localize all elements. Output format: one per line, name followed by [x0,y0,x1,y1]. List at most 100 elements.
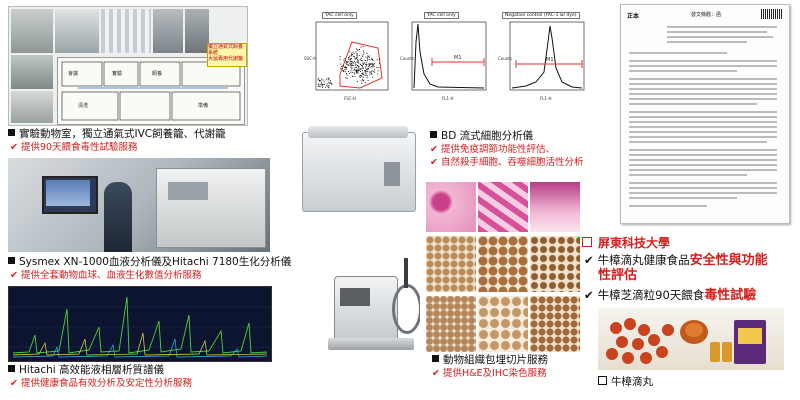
dot-plot-event [321,78,323,80]
dot-plot-event [321,85,323,87]
dot-plot-event [361,70,364,72]
dot-plot-event [342,69,344,71]
dot-plot-event [372,76,374,79]
ihc-slide-6 [530,296,580,352]
dot-plot-event [362,76,364,78]
dot-plot-event [321,86,324,88]
dot-plot-event [378,62,381,65]
dot-plot-event [364,74,366,76]
floor-plan-label-1: 會議 [68,71,79,77]
dot-plot-event [353,69,355,71]
bd-flow-cytometer-photo [298,122,422,220]
animal-room-photo-3 [11,55,53,89]
dot-plot-event [366,77,368,79]
dot-plot-event [358,62,360,64]
dot-plot-event [371,57,373,59]
sysmex-caption: Sysmex XN-1000血液分析儀及Hitachi 7180生化分析儀 [8,256,291,269]
dot-plot-event [358,54,360,57]
microtome-blade-holder [340,288,370,306]
dot-plot-event [317,79,319,81]
metabolic-cage-photo [185,9,209,53]
product-caption: 牛樟滴丸 [598,374,653,389]
microtome-body [334,276,398,342]
dot-plot-event [362,46,364,48]
dot-plot-event [360,71,362,73]
dot-plot-event [361,82,363,84]
dot-plot-event [362,67,364,69]
floor-plan-label-2: 實驗 [112,71,123,77]
dot-plot-event [354,62,356,64]
dot-plot-event [366,63,368,65]
dot-plot-event [367,79,369,81]
analyzer-screen-content [46,180,90,206]
dot-plot-event [345,77,347,79]
hist-2-y-axis: Counts [498,56,512,61]
floor-plan-label-5: 準備 [198,103,209,109]
dot-plot-event [325,78,327,80]
sysmex-lab-photo [8,158,270,252]
dot-plot-event [329,79,331,82]
dot-plot-event [356,81,358,83]
dot-plot-event [359,58,361,61]
dot-plot-event [372,59,374,61]
plot-label-3: Negative control (YAC-1 w/ dye) [502,12,580,19]
hplc-chromatogram [8,286,272,362]
dot-plot-event [328,77,330,79]
dot-plot-event [339,58,341,60]
dot-plot-event [372,64,374,66]
dot-plot-event [350,64,352,66]
dot-plot-event [362,72,364,74]
dot-plot-event [368,56,370,59]
dot-plot-event [366,75,368,77]
cytometer-port [384,162,400,186]
dot-plot-event [354,73,356,75]
check-icon: ✔ [584,253,594,267]
toxicity-highlight: 毒性試驗 [704,288,757,303]
dot-plot-event [371,70,373,72]
dot-plot-event [356,56,358,58]
dot-plot-event [345,60,347,62]
dot-plot-event [357,59,359,61]
hplc-caption: Hitachi 高效能液相層析質譜儀 [8,364,164,377]
floor-plan-diagram [61,61,241,121]
dot-plot-x-axis: FSC-H [344,96,356,101]
dot-plot-event [331,82,333,84]
cage-rack-photo [101,9,151,53]
dot-plot-event [355,51,357,53]
microtome-handle [404,258,408,288]
university-item-2: ✔牛樟芝滴粒90天餵食毒性試驗 [584,288,757,303]
product-photo [598,308,784,370]
dot-plot-event [362,62,364,65]
ihc-slide-3 [530,236,580,292]
he-stain-slide-1 [426,182,476,232]
dot-plot-event [355,72,357,74]
dot-plot-event [365,73,367,75]
technician-figure [104,182,132,252]
dot-plot-event [356,68,358,70]
dot-plot-event [367,55,369,57]
university-heading: 屏東科技大學 [582,234,670,251]
ihc-slide-2 [478,236,528,292]
dot-plot-event [371,71,373,73]
dot-plot-event [370,66,373,68]
dot-plot-event [357,70,359,72]
dot-plot-event [369,71,371,73]
dot-plot-event [328,81,330,83]
histogram-plot-1: YAC cell only M1 FL1-H Counts [398,12,490,104]
dot-plot-event [354,66,356,68]
dot-plot-event [372,66,374,68]
dot-plot-event [378,66,380,68]
dot-plot-event [326,83,328,85]
dot-plot-event [356,61,358,63]
dot-plot-event [369,73,371,75]
dot-plot-event [344,66,346,68]
dot-plot-event [356,53,358,55]
check-icon: ✔ [10,378,18,389]
dot-plot-event [356,65,358,67]
dot-plot-event [319,80,321,82]
hist-1-x-axis: FL1-H [442,96,454,101]
dot-plot-event [358,49,361,51]
dot-plot-event [349,55,351,57]
dot-plot-event [357,72,359,74]
dot-plot-event [340,68,342,70]
